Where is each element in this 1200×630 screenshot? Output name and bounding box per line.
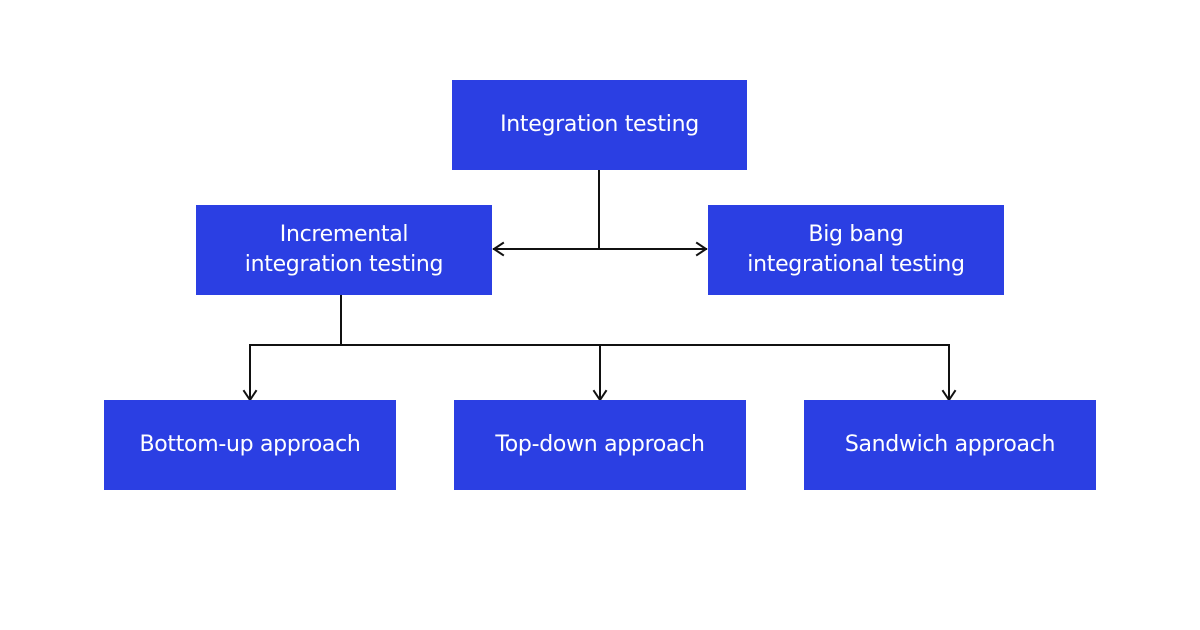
arrowhead-to-big-bang xyxy=(695,241,708,257)
node-label: Bottom-up approach xyxy=(139,432,361,457)
node-big-bang-testing: Big bang integrational testing xyxy=(708,205,1004,295)
node-label-line-1: Incremental xyxy=(279,222,409,247)
node-bottom-up-approach: Bottom-up approach xyxy=(104,400,396,490)
node-label: Integration testing xyxy=(500,112,699,137)
node-top-down-approach: Top-down approach xyxy=(454,400,746,490)
node-sandwich-approach: Sandwich approach xyxy=(804,400,1096,490)
node-label-line-2: integration testing xyxy=(244,252,444,277)
node-label-line-1: Big bang xyxy=(808,222,904,247)
node-integration-testing: Integration testing xyxy=(452,80,747,170)
node-label: Top-down approach xyxy=(495,432,705,457)
node-label: Sandwich approach xyxy=(844,432,1056,457)
node-label-line-2: integrational testing xyxy=(747,252,965,277)
node-incremental-integration-testing: Incremental integration testing xyxy=(196,205,492,295)
arrowhead-to-incremental xyxy=(492,241,505,257)
